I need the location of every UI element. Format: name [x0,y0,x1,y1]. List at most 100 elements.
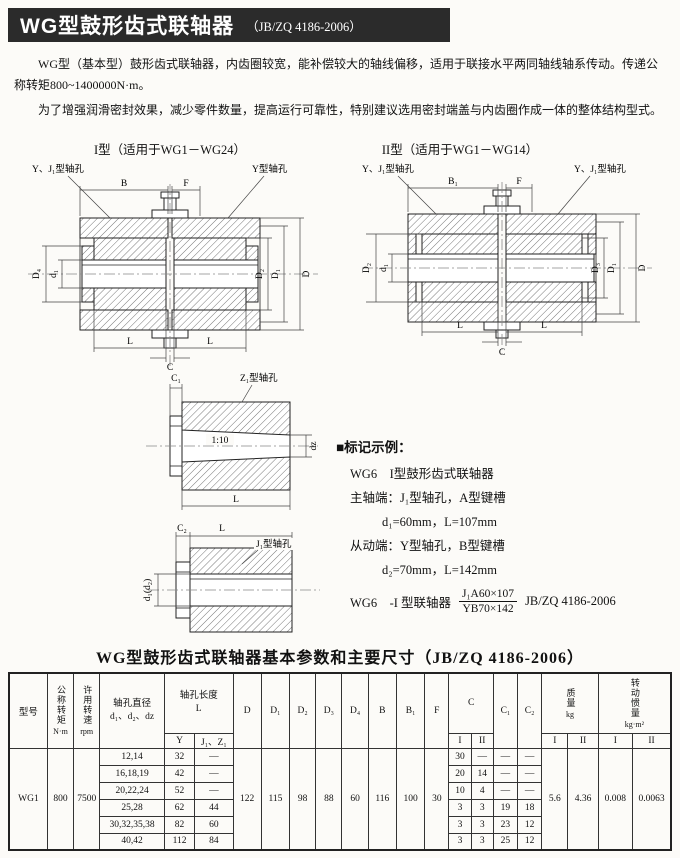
cell-c-II: 3 [470,815,494,834]
cell-inertia-I: 0.008 [597,747,634,851]
dim-label-d1: d₁ [379,264,389,272]
cell-c-I: 3 [448,815,472,834]
dim-label-d1-cap: D₁ [271,269,281,279]
dim-label-d1d2: d₁(d₂) [142,579,153,601]
cell-c-I: 30 [448,747,472,766]
cell-y: 42 [163,764,196,783]
header-mass-type1: I [541,732,569,749]
header-inertia-unit: kg·m² [624,719,644,729]
dim-label-l: L [219,524,225,534]
header-torque-label: 公称转矩 [55,685,66,726]
header-inertia-type1: I [597,732,634,749]
cell-bore: 40,42 [99,832,165,851]
header-mass-label: 质量 [565,687,576,708]
cell-mass-II: 4.36 [567,747,599,851]
marking-line-4: 从动端：Y型轴孔，B型键槽 [350,539,505,553]
fig1-caption: I型（适用于WG1－WG24） [93,143,247,157]
cell-y: 82 [163,815,196,834]
header-inertia-type2: II [632,732,672,749]
header-torque: 公称转矩 N·m [46,672,75,749]
cell-C1: 19 [492,798,519,817]
cell-C2: 12 [516,832,543,851]
header-torque-unit: N·m [53,727,68,737]
dim-label-b: B [121,179,127,189]
header-mass-type2: II [567,732,599,749]
header-B1: B₁ [395,672,426,749]
cell-jz: — [194,781,234,800]
cell-jz: — [194,764,234,783]
marking-line-2: 主轴端：J₁型轴孔，A型键槽 [350,491,506,505]
dim-label-l-left: L [127,337,133,347]
header-D2: D₂ [289,672,317,749]
designation-prefix: WG6 -I 型联轴器 [350,596,452,611]
dim-label-c: C [499,348,505,358]
cell-D: 122 [232,747,262,851]
fig3-container: C₁ Z₁型轴孔 1:10 dz L [140,368,325,521]
cell-D2: 98 [289,747,317,851]
fig2-drawing: B₁ F Y、J₁型轴孔 Y、J₁型轴孔 d₁ D₂ D₃ D₁ D L L C [362,163,652,358]
header-D4: D₄ [341,672,369,749]
taper-ratio-label: 1:10 [212,436,229,446]
fig3-drawing: C₁ Z₁型轴孔 1:10 dz L [146,372,319,510]
callout-y-bore: Y型轴孔 [252,163,288,175]
fig4-container: C₂ L J₁型轴孔 d₁(d₂) [142,522,327,652]
fig4-drawing: C₂ L J₁型轴孔 d₁(d₂) [142,524,320,633]
callout-j1-bore: J₁型轴孔 [256,538,292,550]
cell-C1: — [492,781,519,800]
header-speed-label: 许用转速 [82,685,93,726]
cell-C1: 23 [492,815,519,834]
cell-jz: 84 [194,832,234,851]
header-bore-length-line2: L [195,704,202,715]
header-C: C [448,672,494,734]
cell-c-I: 3 [448,832,472,851]
cell-mass-I: 5.6 [541,747,569,851]
standard-code: （JB/ZQ 4186-2006） [246,19,362,34]
table-row: 40,42 112 84 3 3 25 12 [9,832,671,851]
table-row: 20,22,24 52 — 10 4 — — [9,781,671,800]
header-y: Y [163,732,196,749]
header-C2: C₂ [516,672,543,749]
header-F: F [424,672,450,749]
cell-y: 52 [163,781,196,800]
dim-label-f: F [516,177,521,187]
marking-designation: WG6 -I 型联轴器 J₁A60×107 YB70×142 JB/ZQ 418… [350,587,648,617]
header-bore-diameter: 轴孔直径 d₁、d₂、dz [99,672,165,749]
fig1-container: B F Y、J₁型轴孔 Y型轴孔 d₁ D₄ D₂ D₁ D L L C [18,156,328,379]
header-mass-unit: kg [565,709,574,719]
cell-c-I: 10 [448,781,472,800]
header-mass: 质量 kg [541,672,599,734]
cell-bore: 12,14 [99,747,165,766]
dim-label-dz: dz [309,442,319,451]
cell-c-II: 3 [470,798,494,817]
cell-bore: 20,22,24 [99,781,165,800]
designation-standard: JB/ZQ 4186-2006 [525,594,616,609]
designation-fraction: J₁A60×107 YB70×142 [459,587,518,617]
intro-paragraph-1: WG型（基本型）鼓形齿式联轴器，内齿圈较宽，能补偿较大的轴线偏移，适用于联接水平… [14,57,658,92]
fig2-caption: II型（适用于WG1－WG14） [381,143,539,157]
cell-C2: — [516,781,543,800]
cell-bore: 25,28 [99,798,165,817]
dim-label-l-left: L [457,321,463,331]
cell-c-II: 14 [470,764,494,783]
header-model: 型号 [8,672,48,749]
cell-C1: 25 [492,832,519,851]
cell-bore: 30,32,35,38 [99,815,165,834]
cell-C1: — [492,747,519,766]
marking-line-1: WG6 I型鼓形齿式联轴器 [350,467,494,481]
dim-label-d-cap: D [302,270,312,277]
header-D: D [232,672,262,749]
dim-label-d1: d₁ [49,270,59,278]
cell-inertia-II: 0.0063 [632,747,672,851]
dim-label-d3-cap: D₃ [591,263,601,273]
callout-yj1-bore-right: Y、J₁型轴孔 [574,163,626,175]
cell-c-I: 20 [448,764,472,783]
cell-c-II: 4 [470,781,494,800]
header-jz: J₁、Z₁ [194,732,234,749]
parameters-table: 型号 公称转矩 N·m 许用转速 rpm 轴孔直径 d₁、d₂、dz [8,672,672,851]
cell-D1: 115 [260,747,291,851]
cell-speed: 7500 [73,747,101,851]
callout-yj1-bore: Y、J₁型轴孔 [32,163,84,175]
fig2-container: B₁ F Y、J₁型轴孔 Y、J₁型轴孔 d₁ D₂ D₃ D₁ D L L C [352,158,662,363]
fraction-numerator: J₁A60×107 [459,587,518,603]
marking-heading: ■标记示例： [336,440,412,455]
